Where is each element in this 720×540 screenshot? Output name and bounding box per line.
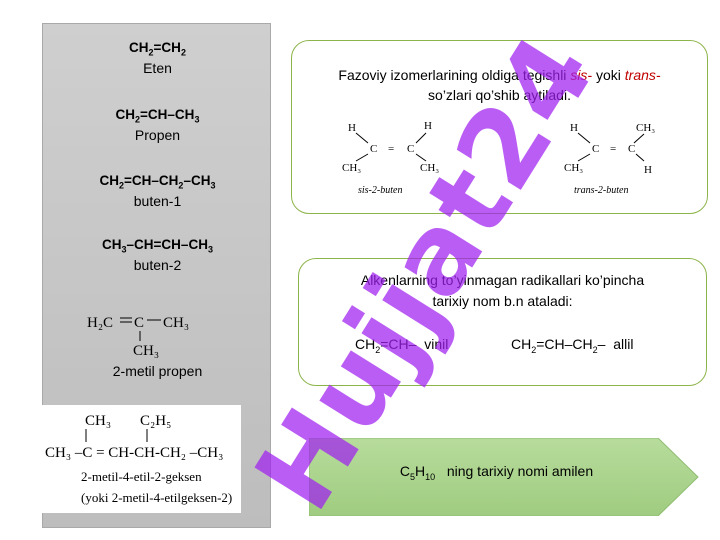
amilen-text: C5H10 ning tarixiy nomi amilen — [399, 463, 594, 482]
hexene-structure: CH₃ C₂H₅ CH₃ –C = CH-CH-CH₂ –CH₃ 2-metil… — [41, 405, 241, 513]
trans-word: trans- — [624, 67, 661, 83]
cis-trans-text-line1: Fazoviy izomerlarining oldiga tegishli s… — [338, 67, 661, 83]
svg-text:=: = — [610, 143, 616, 155]
svg-text:CH₃: CH₃ — [342, 162, 361, 174]
propen-name: Propen — [134, 127, 181, 143]
cis-trans-box: Fazoviy izomerlarining oldiga tegishli s… — [291, 40, 708, 214]
vinyl-name: vinil — [424, 336, 449, 352]
buten-1-name: buten-1 — [133, 193, 182, 209]
buten-2-name: buten-2 — [133, 257, 182, 273]
svg-text:H: H — [570, 122, 578, 134]
hexene-chain: CH₃ –C = CH-CH-CH₂ –CH₃ — [45, 445, 223, 461]
svg-text:C: C — [370, 143, 377, 155]
methylpropene-ch3-right: CH₃ — [163, 315, 189, 331]
compound-eten: CH2=CH2 Eten — [43, 38, 272, 78]
buten-1-formula: CH2=CH–CH2–CH3 — [99, 173, 216, 191]
allyl-name: allil — [613, 336, 634, 352]
cis-label: sis-2-buten — [358, 185, 402, 196]
propen-formula: CH2=CH–CH3 — [115, 107, 200, 125]
methylpropene-h2c: H₂C — [87, 315, 113, 331]
svg-text:C: C — [628, 143, 635, 155]
svg-text:H: H — [424, 120, 432, 132]
compound-buten-2: CH3–CH=CH–CH3 buten-2 — [43, 235, 272, 275]
svg-text:H: H — [348, 122, 356, 134]
compound-propen: CH2=CH–CH3 Propen — [43, 105, 272, 145]
radicals-box: Alkenlarning to’yinmagan radikallari ko’… — [298, 258, 707, 386]
trans-2-butene-structure: H CH₃ C = C CH₃ H trans-2-buten — [564, 122, 655, 196]
buten-2-formula: CH3–CH=CH–CH3 — [102, 237, 213, 255]
hexene-top-left: CH₃ — [85, 413, 111, 429]
eten-formula: CH2=CH2 — [129, 40, 186, 58]
amilen-arrow-shape — [309, 438, 699, 516]
svg-text:C: C — [407, 143, 414, 155]
svg-text:CH₃: CH₃ — [564, 162, 583, 174]
svg-text:CH₃: CH₃ — [420, 162, 439, 174]
radicals-text-line2: tarixiy nom b.n ataladi: — [432, 293, 573, 309]
methylpropene-structure: H₂C C CH₃ CH₃ — [43, 309, 272, 359]
radicals-text-line1: Alkenlarning to’yinmagan radikallari ko’… — [360, 272, 645, 288]
svg-text:CH₃: CH₃ — [636, 122, 655, 134]
svg-text:=: = — [388, 143, 394, 155]
trans-label: trans-2-buten — [574, 185, 628, 196]
hexene-name-1: 2-metil-4-etil-2-geksen — [81, 469, 202, 484]
eten-name: Eten — [143, 60, 172, 76]
methylpropene-c: C — [134, 315, 144, 331]
compound-list-panel: CH2=CH2 Eten CH2=CH–CH3 Propen CH2=CH–CH… — [41, 23, 272, 528]
hexene-name-2: (yoki 2-metil-4-etilgeksen-2) — [81, 490, 232, 505]
allyl-radical: CH2=CH–CH2– allil — [511, 336, 634, 355]
sis-word: sis- — [570, 67, 593, 83]
cis-2-butene-structure: H H C = C CH₃ CH₃ sis-2-buten — [342, 120, 439, 196]
vinyl-radical: CH2=CH– vinil — [355, 336, 449, 355]
hexene-top-right: C₂H₅ — [140, 413, 171, 429]
svg-text:C: C — [592, 143, 599, 155]
methylpropene-name: 2-metil propen — [112, 363, 203, 379]
compound-buten-1: CH2=CH–CH2–CH3 buten-1 — [43, 171, 272, 211]
cis-trans-text-line2: so’zlari qo’shib aytiladi. — [428, 87, 571, 103]
svg-text:H: H — [644, 164, 652, 176]
methylpropene-ch3-down: CH₃ — [133, 343, 159, 359]
